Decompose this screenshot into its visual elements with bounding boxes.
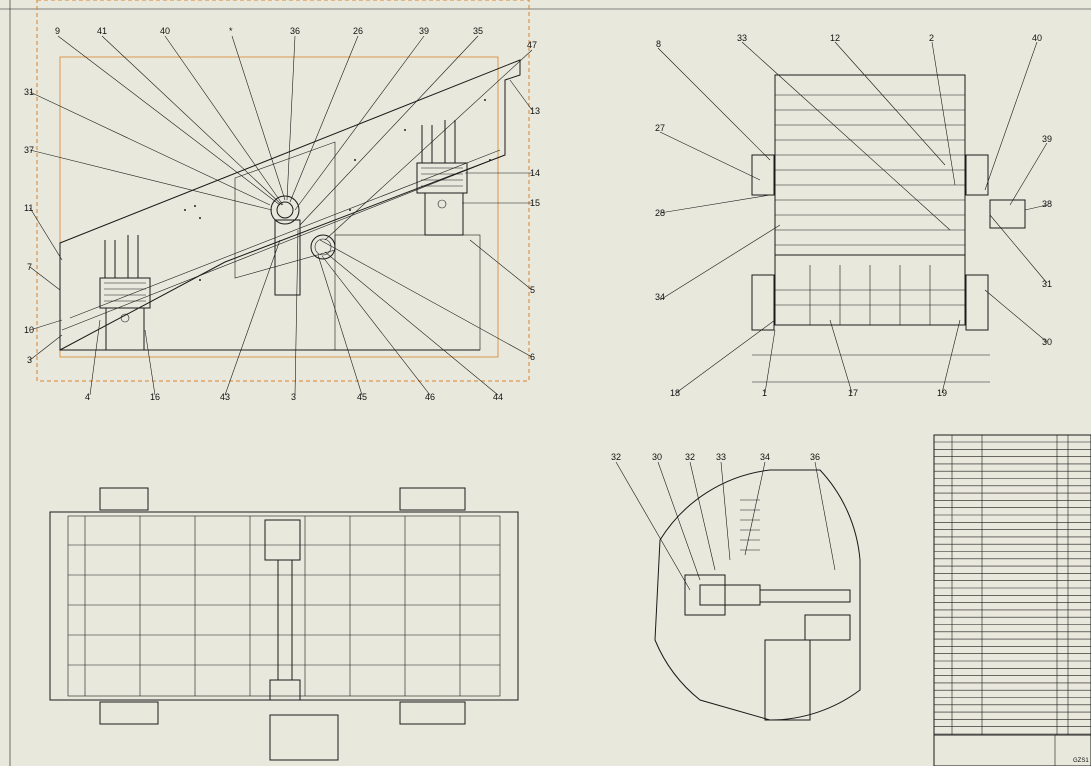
callout-19: 19	[937, 388, 947, 398]
callout-34-detail: 34	[760, 452, 770, 462]
motor-support	[274, 219, 301, 296]
parts-list: GZS1	[933, 434, 1091, 766]
callout-11: 11	[24, 203, 33, 213]
title-block	[933, 734, 1091, 766]
callout-44: 44	[493, 392, 503, 402]
callout-47: 47	[527, 40, 537, 50]
side-view-frame	[36, 0, 530, 382]
callout-37: 37	[24, 145, 34, 155]
callout-31: 31	[24, 87, 34, 97]
callout-13: 13	[530, 106, 540, 116]
callout-6: 6	[530, 352, 535, 362]
end-view: 8 33 12 2 40 27 28 34 18 39 38 31 30 1 1…	[655, 33, 1052, 398]
detail-view: 32 30 32 33 34 36	[611, 452, 861, 721]
callout-15: 15	[530, 198, 540, 208]
callout-46: 46	[425, 392, 435, 402]
callout-star: *	[229, 26, 233, 36]
callout-3-bottom: 3	[291, 392, 296, 402]
callout-18: 18	[670, 388, 680, 398]
callout-1: 1	[762, 388, 767, 398]
top-view-motor	[269, 714, 339, 761]
callout-9: 9	[55, 26, 60, 36]
spring-group-right	[416, 120, 468, 236]
drawing-number: GZS1	[1073, 758, 1089, 764]
top-view	[49, 487, 519, 761]
callout-2: 2	[929, 33, 934, 43]
callout-17: 17	[848, 388, 858, 398]
callout-35: 35	[473, 26, 483, 36]
callout-8: 8	[656, 39, 661, 49]
screen-box	[59, 59, 521, 351]
callout-30-detail: 30	[652, 452, 662, 462]
callout-33: 33	[737, 33, 747, 43]
callout-34: 34	[655, 292, 665, 302]
detail-shaft	[759, 589, 851, 603]
callout-12: 12	[830, 33, 840, 43]
side-view-dimension-frame	[59, 56, 499, 358]
callout-32-detail: 32	[611, 452, 621, 462]
callout-39: 39	[419, 26, 429, 36]
callout-33-detail: 33	[716, 452, 726, 462]
callout-45: 45	[357, 392, 367, 402]
callout-4: 4	[85, 392, 90, 402]
callout-27: 27	[655, 123, 665, 133]
callout-26: 26	[353, 26, 363, 36]
callout-10: 10	[24, 325, 34, 335]
callout-43: 43	[220, 392, 230, 402]
side-view: 9 41 40 * 36 26 39 35 47 31 37 11 7 10 3…	[24, 0, 540, 402]
callout-40: 40	[160, 26, 170, 36]
callout-39-end: 39	[1042, 134, 1052, 144]
callout-40-end: 40	[1032, 33, 1042, 43]
callout-41: 41	[97, 26, 107, 36]
callout-31-end: 31	[1042, 279, 1052, 289]
callout-7: 7	[27, 262, 32, 272]
callout-38: 38	[1042, 199, 1052, 209]
callout-5: 5	[530, 285, 535, 295]
detail-boundary	[654, 469, 861, 721]
callout-30: 30	[1042, 337, 1052, 347]
callout-32b-detail: 32	[685, 452, 695, 462]
side-view-leaders	[29, 35, 533, 396]
callout-14: 14	[530, 168, 540, 178]
callout-28: 28	[655, 208, 665, 218]
motor-end	[989, 199, 1026, 229]
spring-group-left	[99, 235, 151, 351]
callout-36: 36	[290, 26, 300, 36]
callout-16: 16	[150, 392, 160, 402]
callout-36-detail: 36	[810, 452, 820, 462]
callout-3-left: 3	[27, 355, 32, 365]
